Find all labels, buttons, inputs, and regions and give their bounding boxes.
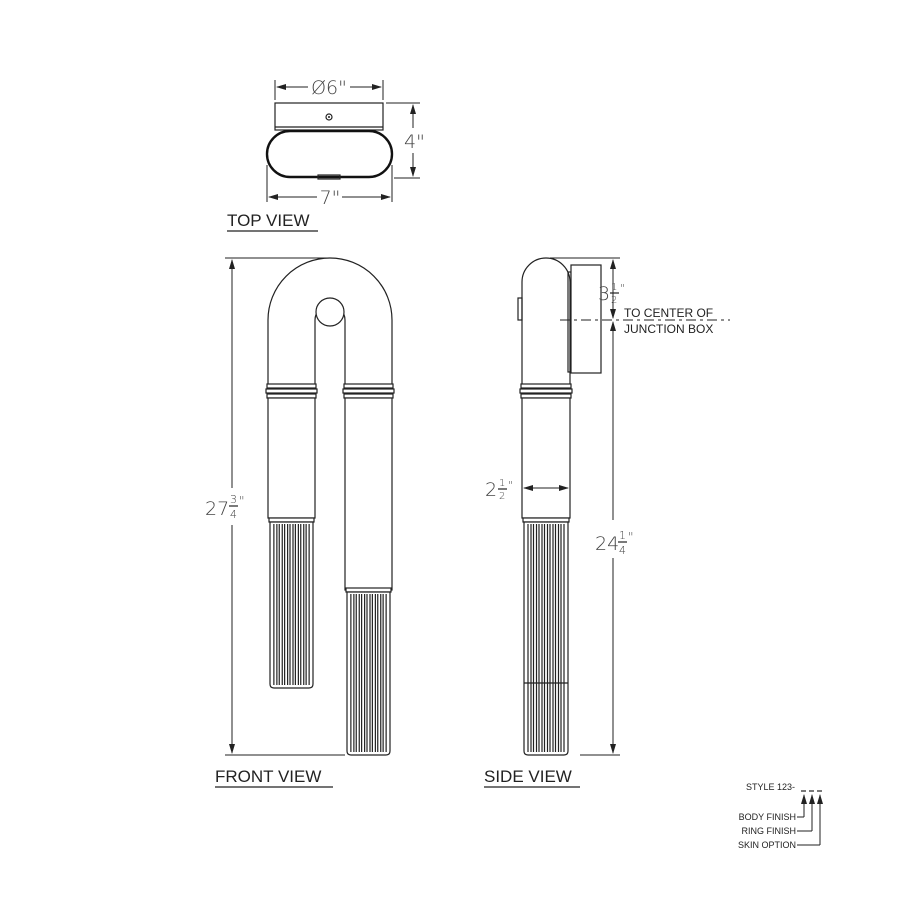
ring-finish-label: RING FINISH xyxy=(741,826,796,836)
side-height-whole: 24 xyxy=(595,533,619,555)
flute-outline xyxy=(346,591,391,756)
flute-line xyxy=(377,594,382,752)
top-width-label: 7" xyxy=(320,187,341,209)
flute-line xyxy=(361,594,366,752)
top-view: Ø6" 7" 4" TOP VIEW xyxy=(227,77,425,232)
flute-outline xyxy=(269,521,314,689)
flute-line xyxy=(294,524,299,685)
fixture-body-top xyxy=(265,129,394,179)
tube-diameter-den: 2 xyxy=(499,491,505,502)
overall-height-num: 3 xyxy=(230,493,237,506)
overall-height-label: 27 xyxy=(205,498,229,520)
flute-line xyxy=(273,524,278,685)
top-depth-label: 4" xyxy=(404,131,425,153)
flute-line xyxy=(527,524,532,752)
flute-line xyxy=(554,524,560,752)
front-view: 27 3 4 " FRONT VIEW xyxy=(205,257,395,788)
side-height-num: 1 xyxy=(619,529,626,542)
tube-diameter-whole: 2 xyxy=(485,479,497,501)
flute-line xyxy=(350,594,355,752)
side-height-unit: " xyxy=(628,530,634,544)
body-finish-label: BODY FINISH xyxy=(739,812,796,822)
mounting-screw-icon xyxy=(325,113,333,121)
side-height-den: 4 xyxy=(619,544,626,557)
side-tube-body xyxy=(521,397,571,519)
junction-hole xyxy=(315,297,345,327)
flute-line xyxy=(305,524,310,685)
top-to-center-whole: 3 xyxy=(598,283,610,305)
side-view-title: SIDE VIEW xyxy=(484,767,572,786)
front-view-title: FRONT VIEW xyxy=(215,767,321,786)
side-view: 3 1 2 " TO CENTER OF JUNCTION BOX 24 1 4… xyxy=(484,257,730,788)
style-code: STYLE 123- xyxy=(746,782,795,792)
side-arch xyxy=(521,257,571,385)
overall-height-den: 4 xyxy=(230,508,237,521)
top-view-title: TOP VIEW xyxy=(227,211,310,230)
right-tube-body xyxy=(344,397,393,591)
side-fluted-skin xyxy=(523,521,569,756)
flute-line xyxy=(382,594,387,752)
flute-line xyxy=(549,524,554,752)
right-fluted-skin xyxy=(346,591,391,756)
flute-line xyxy=(284,524,289,685)
flute-line xyxy=(371,594,376,752)
junction-note-line1: TO CENTER OF xyxy=(624,306,713,320)
flute-line xyxy=(560,524,565,752)
tube-diameter-unit: " xyxy=(508,479,513,492)
flute-line xyxy=(289,524,294,685)
junction-note-line2: JUNCTION BOX xyxy=(624,322,713,336)
flute-line xyxy=(278,524,283,685)
flute-line xyxy=(538,524,543,752)
side-canopy xyxy=(570,264,602,374)
top-to-center-den: 2 xyxy=(611,295,617,306)
flute-line xyxy=(543,524,549,752)
left-fluted-skin xyxy=(269,521,314,689)
style-key: STYLE 123- BODY FINISH RING FINISH SKIN … xyxy=(738,782,823,850)
overall-height-unit: " xyxy=(239,494,245,508)
left-tube-body xyxy=(267,397,316,519)
top-to-center-unit: " xyxy=(620,282,625,295)
flute-line xyxy=(355,594,360,752)
flute-line xyxy=(300,524,305,685)
skin-option-label: SKIN OPTION xyxy=(738,840,796,850)
flute-line xyxy=(532,524,538,752)
top-to-center-num: 1 xyxy=(611,282,617,293)
tube-diameter-num: 1 xyxy=(499,478,505,489)
canopy-diameter-label: Ø6" xyxy=(311,77,347,99)
flute-line xyxy=(366,594,371,752)
flute-outline xyxy=(523,521,569,756)
